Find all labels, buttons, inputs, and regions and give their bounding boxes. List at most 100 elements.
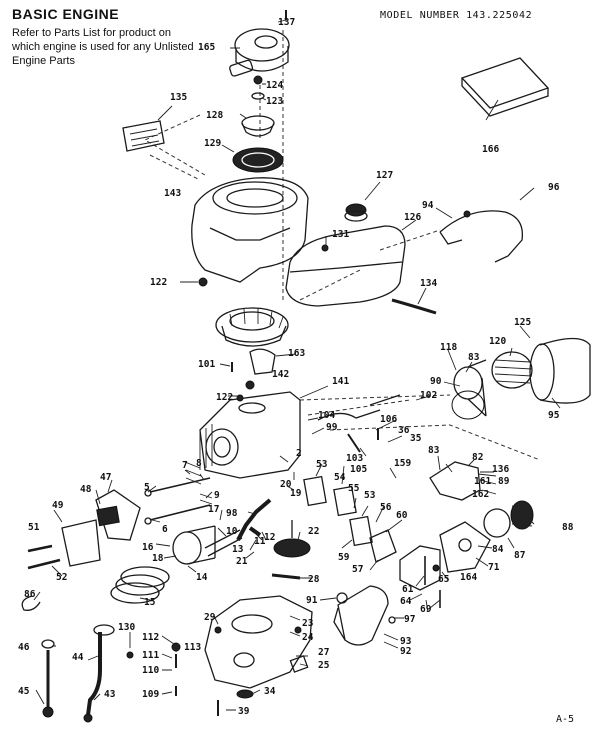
callout-label: 48 — [80, 484, 92, 495]
callout-label: 53 — [316, 459, 328, 470]
callout-label: 88 — [562, 522, 574, 533]
callout-label: 49 — [52, 500, 64, 511]
callout-label: 163 — [288, 348, 305, 359]
callout-label: 141 — [332, 376, 349, 387]
callout-label: 6 — [162, 524, 168, 535]
tank-bracket-part — [439, 210, 524, 263]
callout-label: 99 — [326, 422, 338, 433]
callout-label: 84 — [492, 544, 504, 555]
callout-leader-lines — [33, 19, 561, 711]
callout-label: 59 — [338, 552, 350, 563]
callout-label: 97 — [404, 614, 415, 625]
decal-part — [122, 120, 165, 152]
callout-label: 71 — [488, 562, 500, 573]
callout-label: 20 — [280, 479, 292, 490]
callout-label: 91 — [306, 595, 318, 606]
callout-label: 164 — [460, 572, 477, 583]
assembly-guide-lines — [143, 30, 541, 461]
callout-label: 8 — [196, 458, 202, 469]
callout-label: 36 — [398, 425, 410, 436]
callout-label: 127 — [376, 170, 393, 181]
callout-label: 90 — [430, 376, 442, 387]
callout-label: 162 — [472, 489, 489, 500]
callout-label: 87 — [514, 550, 525, 561]
callout-label: 105 — [350, 464, 367, 475]
callout-label: 128 — [206, 110, 223, 121]
callout-label: 15 — [144, 597, 156, 608]
callout-label: 142 — [272, 369, 289, 380]
callout-label: 21 — [236, 556, 248, 567]
callout-labels: 137 165 124 123 135 128 129 166 143 127 … — [18, 17, 574, 717]
callout-label: 5 — [144, 482, 150, 493]
callout-label: 102 — [420, 390, 437, 401]
callout-label: 111 — [142, 650, 159, 661]
callout-label: 14 — [196, 572, 208, 583]
callout-label: 44 — [72, 652, 84, 663]
callout-label: 123 — [266, 96, 283, 107]
callout-label: 34 — [264, 686, 276, 697]
callout-label: 25 — [318, 660, 330, 671]
callout-label: 134 — [420, 278, 437, 289]
callout-label: 98 — [226, 508, 238, 519]
callout-label: 122 — [150, 277, 167, 288]
callout-label: 13 — [232, 544, 244, 555]
callout-label: 53 — [364, 490, 376, 501]
carburetor-assembly — [399, 500, 534, 591]
callout-label: 16 — [142, 542, 154, 553]
cam-gear-part — [273, 538, 311, 558]
callout-label: 47 — [100, 472, 111, 483]
callout-label: 96 — [548, 182, 560, 193]
callout-label: 27 — [318, 647, 329, 658]
blower-housing-part — [191, 177, 309, 287]
fastener-parts — [21, 10, 441, 716]
gasket-parts — [303, 475, 397, 563]
flywheel-part — [215, 307, 289, 347]
connecting-rod-part — [204, 529, 243, 557]
callout-label: 83 — [468, 352, 480, 363]
callout-label: 43 — [104, 689, 116, 700]
callout-label: 35 — [410, 433, 422, 444]
muffler-part — [337, 585, 389, 646]
callout-label: 52 — [56, 572, 67, 583]
diagram-subtitle: Refer to Parts List for product on which… — [12, 27, 194, 67]
callout-label: 18 — [152, 553, 164, 564]
callout-label: 129 — [204, 138, 221, 149]
model-number: MODEL NUMBER 143.225042 — [380, 10, 533, 21]
callout-label: 9 — [214, 490, 220, 501]
ignition-module-part — [249, 348, 276, 375]
callout-label: 22 — [308, 526, 319, 537]
callout-label: 46 — [18, 642, 30, 653]
callout-label: 12 — [264, 532, 275, 543]
callout-label: 51 — [28, 522, 40, 533]
callout-label: 104 — [318, 410, 335, 421]
callout-label: 101 — [198, 359, 215, 370]
callout-label: 137 — [278, 17, 295, 28]
crankshaft-part — [236, 498, 272, 541]
callout-label: 122 — [216, 392, 233, 403]
callout-label: 29 — [204, 612, 216, 623]
callout-label: 55 — [348, 483, 360, 494]
cylinder-block-part — [199, 380, 301, 479]
callout-label: 69 — [420, 604, 432, 615]
callout-label: 83 — [428, 445, 440, 456]
callout-label: 159 — [394, 458, 411, 469]
callout-label: 7 — [182, 460, 188, 471]
callout-label: 120 — [489, 336, 506, 347]
governor-bracket-part — [429, 461, 481, 501]
callout-label: 135 — [170, 92, 187, 103]
callout-label: 109 — [142, 689, 159, 700]
callout-label: 82 — [472, 452, 483, 463]
breather-assembly — [61, 489, 141, 567]
callout-label: 94 — [422, 200, 434, 211]
diagram-title: BASIC ENGINE — [12, 6, 120, 22]
callout-label: 60 — [396, 510, 408, 521]
callout-label: 56 — [380, 502, 392, 513]
callout-label: 54 — [334, 472, 346, 483]
callout-label: 93 — [400, 636, 412, 647]
callout-label: 19 — [290, 488, 302, 499]
flywheel-nut-part — [232, 147, 284, 173]
callout-label: 125 — [514, 317, 531, 328]
page-number: A-5 — [556, 714, 575, 725]
